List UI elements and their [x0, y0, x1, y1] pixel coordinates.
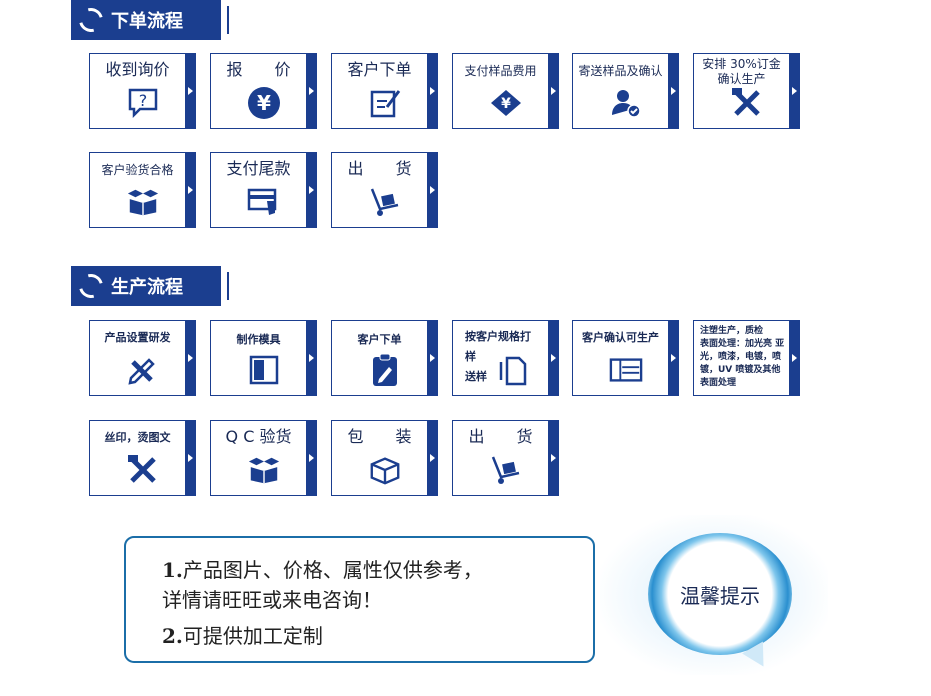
hand-truck-icon: [489, 453, 523, 487]
step-pay-balance: 支付尾款: [210, 152, 317, 228]
production-process-header: 生产流程: [71, 266, 229, 306]
card-payment-icon: [247, 185, 281, 219]
step-label: 产品设置研发: [104, 331, 171, 344]
notice-number: 1.: [162, 558, 183, 582]
step-sample-by-spec: 按客户规格打 样 送样: [452, 320, 559, 396]
step-label: 报 价: [226, 60, 291, 79]
mold-icon: [247, 353, 281, 387]
step-label: 客户验货合格: [101, 163, 174, 177]
step-label: 安排 30%订金 确认生产: [702, 57, 781, 86]
package-icon: [368, 453, 402, 487]
step-label: 注塑生产，质检 表面处理：加光亮 亚光，喷漆，电镀，喷镀，UV 喷镀及其他表面处…: [700, 326, 785, 388]
step-label: 包 装: [347, 427, 412, 446]
open-box-icon: [247, 453, 281, 487]
step-label: 支付尾款: [226, 159, 291, 178]
step-pay-sample-fee: 支付样品费用 ¥: [452, 53, 559, 129]
divider: [227, 6, 229, 34]
notice-line-1: 1.产品图片、价格、属性仅供参考，: [162, 554, 483, 583]
notice-text: 可提供加工定制: [182, 624, 323, 648]
tools-icon: [126, 453, 160, 487]
step-injection-qc: 注塑生产，质检 表面处理：加光亮 亚光，喷漆，电镀，喷镀，UV 喷镀及其他表面处…: [693, 320, 800, 396]
notice-box: 1.产品图片、价格、属性仅供参考， 详情请旺旺或来电咨询！ 2.可提供加工定制: [124, 536, 595, 663]
edit-form-icon: [368, 86, 402, 120]
step-make-mold: 制作模具: [210, 320, 317, 396]
notice-number: 2.: [162, 624, 183, 648]
step-inspection-pass: 客户验货合格: [89, 152, 196, 228]
step-shipment-2: 出 货: [452, 420, 559, 496]
step-customer-order-2: 客户下单: [331, 320, 438, 396]
hand-truck-icon: [368, 185, 402, 219]
step-label: 丝印，烫图文: [104, 431, 171, 444]
clipboard-edit-icon: [368, 353, 402, 387]
step-label: 按客户规格打 样 送样: [465, 330, 531, 383]
document-icon: [495, 353, 529, 387]
step-product-design: 产品设置研发: [89, 320, 196, 396]
step-send-sample: 寄送样品及确认: [572, 53, 679, 129]
question-chat-icon: ?: [126, 86, 160, 120]
yen-chat-icon: ¥: [247, 86, 281, 120]
step-label: 客户下单: [347, 60, 412, 79]
step-label: 制作模具: [236, 333, 281, 346]
user-check-icon: [609, 86, 643, 120]
step-label: 客户确认可生产: [582, 331, 659, 344]
notice-text: 详情请旺旺或来电咨询！: [162, 588, 382, 612]
step-customer-order: 客户下单: [331, 53, 438, 129]
notice-line-3: 2.可提供加工定制: [162, 620, 323, 649]
yen-payment-icon: ¥: [489, 86, 523, 120]
step-label: 收到询价: [105, 60, 170, 79]
step-receive-inquiry: 收到询价 ?: [89, 53, 196, 129]
step-label: 客户下单: [357, 333, 402, 346]
step-label: 出 货: [347, 159, 412, 178]
step-qc-inspection: Q C 验货: [210, 420, 317, 496]
step-packaging: 包 装: [331, 420, 438, 496]
step-customer-confirm: 客户确认可生产: [572, 320, 679, 396]
step-silkscreen: 丝印，烫图文: [89, 420, 196, 496]
production-process-title: 生产流程: [111, 277, 183, 298]
step-label: Q C 验货: [225, 427, 292, 446]
step-label: 支付样品费用: [464, 64, 537, 78]
list-window-icon: [609, 353, 643, 387]
svg-text:¥: ¥: [501, 96, 511, 112]
cycle-icon: [74, 269, 108, 303]
step-shipment: 出 货: [331, 152, 438, 228]
step-label: 寄送样品及确认: [578, 64, 663, 78]
tools-icon: [730, 86, 764, 120]
step-deposit-production: 安排 30%订金 确认生产: [693, 53, 800, 129]
svg-text:?: ?: [139, 91, 148, 110]
notice-line-2: 详情请旺旺或来电咨询！: [162, 584, 382, 613]
open-box-icon: [126, 185, 160, 219]
order-process-header: 下单流程: [71, 0, 229, 40]
step-quote: 报 价 ¥: [210, 53, 317, 129]
step-label: 出 货: [468, 427, 533, 446]
order-process-title: 下单流程: [111, 11, 183, 32]
cycle-icon: [74, 3, 108, 37]
divider: [227, 272, 229, 300]
notice-text: 产品图片、价格、属性仅供参考，: [182, 558, 483, 582]
tip-badge-label: 温馨提示: [680, 583, 760, 608]
tip-badge: 温馨提示: [648, 533, 792, 655]
pencil-ruler-icon: [126, 353, 160, 387]
